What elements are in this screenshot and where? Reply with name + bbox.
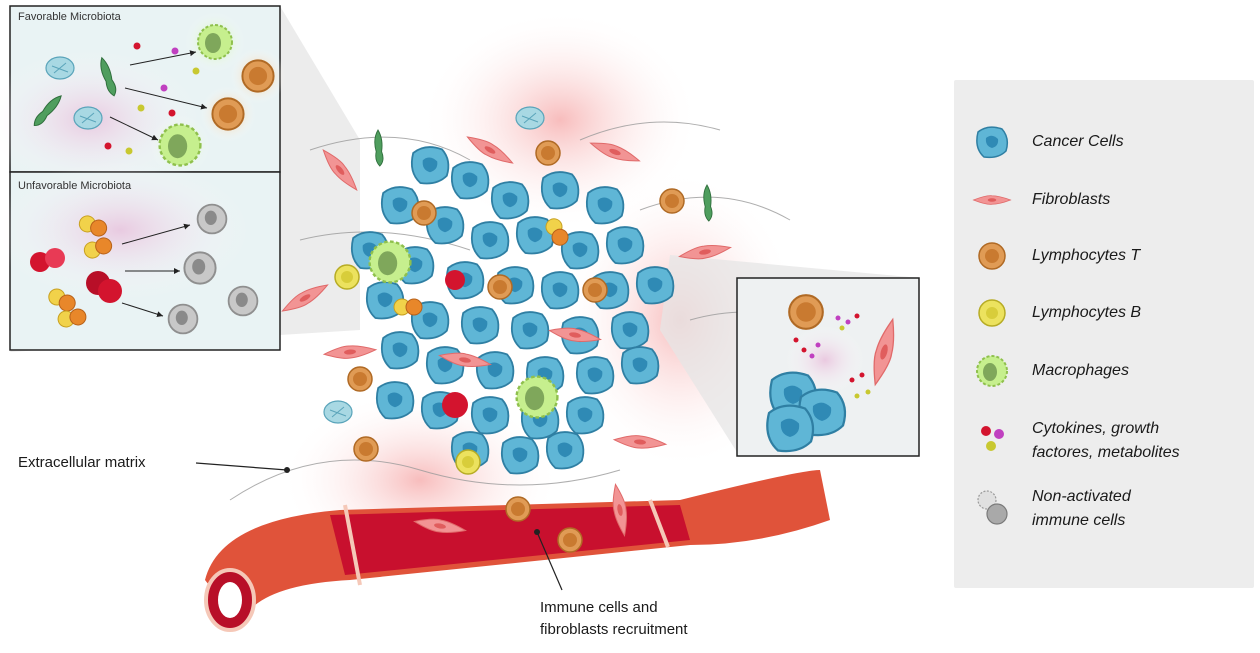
legend-item-macrophages: Macrophages [954,351,1254,391]
lymphocyte-b-icon [978,299,1006,327]
legend-label: Lymphocytes T [1032,247,1141,264]
unfavorable-inset-title: Unfavorable Microbiota [18,180,132,192]
legend-label-line1: Cytokines, growth [1032,420,1160,437]
legend-label-line1: Non-activated [1032,488,1131,505]
recruitment-leader-line [536,531,563,591]
macrophage [515,375,559,419]
cytokine-icon [981,426,1004,451]
lymphocyte-t-icon [978,242,1006,270]
macrophage-icon [976,355,1008,387]
ecm-leader-line [195,462,288,471]
inset-unfavorable-microbiota [0,160,281,351]
legend-label: Lymphocytes B [1032,304,1142,321]
inset-cytokine-exchange [736,277,920,457]
legend-label: Macrophages [1032,362,1129,379]
recruitment-label-line2: fibroblasts recruitment [540,621,688,638]
legend-label-line2: factores, metabolites [1032,444,1180,461]
legend-item-lymphocytes-t: Lymphocytes T [954,236,1254,276]
non-activated-immune-cell-icon [977,490,1008,525]
macrophage [368,240,412,284]
ecm-label: Extracellular matrix [18,454,146,471]
legend-label: Fibroblasts [1032,191,1111,208]
legend-label: Cancer Cells [1032,133,1124,150]
legend-item-fibroblasts: Fibroblasts [954,180,1254,220]
legend-item-lymphocytes-b: Lymphocytes B [954,293,1254,333]
favorable-inset-title: Favorable Microbiota [18,11,121,23]
legend-panel: Cancer Cells Fibroblasts Lymphocytes T L… [954,80,1254,588]
legend-item-non-activated: Non-activated immune cells [954,486,1254,536]
inset-favorable-microbiota [0,5,286,190]
legend-item-cancer-cells: Cancer Cells [954,122,1254,162]
fibroblast-icon [972,195,1012,205]
legend-item-cytokines: Cytokines, growth factores, metabolites [954,418,1254,468]
legend-label-line2: immune cells [1032,512,1126,529]
cancer-cell-icon [976,126,1009,159]
recruitment-label-line1: Immune cells and [540,599,658,616]
